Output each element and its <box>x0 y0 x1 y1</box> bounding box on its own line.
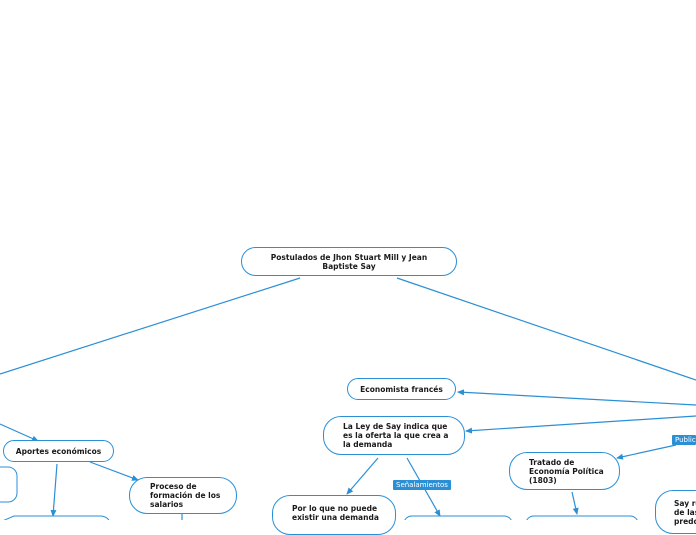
ley-say-node[interactable]: La Ley de Say indica que es la oferta la… <box>323 416 465 455</box>
connector-canvas <box>0 277 696 520</box>
senalamientos-tag[interactable]: Señalamientos <box>393 480 451 490</box>
economista-node-label: Economista francés <box>360 384 443 394</box>
economista-node[interactable]: Economista francés <box>347 378 456 400</box>
connector-tratado-down <box>571 491 579 515</box>
partial-node-bottom-right <box>526 515 638 520</box>
ley-say-node-label: La Ley de Say indica que es la oferta la… <box>343 422 449 449</box>
root-node[interactable]: Postulados de Jhon Stuart Mill y Jean Ba… <box>241 247 457 276</box>
connector-to-aportes <box>0 423 39 442</box>
connector-root-right <box>396 277 696 381</box>
tratado-node-label: Tratado de Economía Política (1803) <box>529 457 604 485</box>
root-node-label: Postulados de Jhon Stuart Mill y Jean Ba… <box>270 252 428 271</box>
connector-root-left <box>0 277 301 375</box>
connector-to-economista <box>457 389 696 406</box>
connector-to-tratado <box>616 444 677 460</box>
por-lo-que-node[interactable]: Por lo que no puede existir una demanda <box>272 495 396 535</box>
partial-node-left <box>0 466 18 503</box>
say-partial-node[interactable]: Say re de las predo <box>655 490 696 534</box>
connector-aportes-to-proceso <box>89 461 139 481</box>
connector-aportes-down <box>50 463 58 517</box>
partial-node-bottom-mid <box>404 515 512 520</box>
connector-to-ley-say <box>465 415 696 434</box>
aportes-node[interactable]: Aportes económicos <box>3 440 114 462</box>
aportes-node-label: Aportes económicos <box>15 446 102 456</box>
por-lo-que-node-label: Por lo que no puede existir una demanda <box>292 504 379 522</box>
proceso-node-label: Proceso de formación de los salarios <box>150 482 221 509</box>
tratado-node[interactable]: Tratado de Economía Política (1803) <box>509 452 620 490</box>
partial-node-bottom-left <box>0 515 111 520</box>
connector-ley-to-por-lo-que <box>346 457 379 495</box>
proceso-node[interactable]: Proceso de formación de los salarios <box>129 477 237 514</box>
say-partial-node-label: Say re de las predo <box>674 499 696 526</box>
publicaciones-tag[interactable]: Publicaci <box>672 435 696 445</box>
